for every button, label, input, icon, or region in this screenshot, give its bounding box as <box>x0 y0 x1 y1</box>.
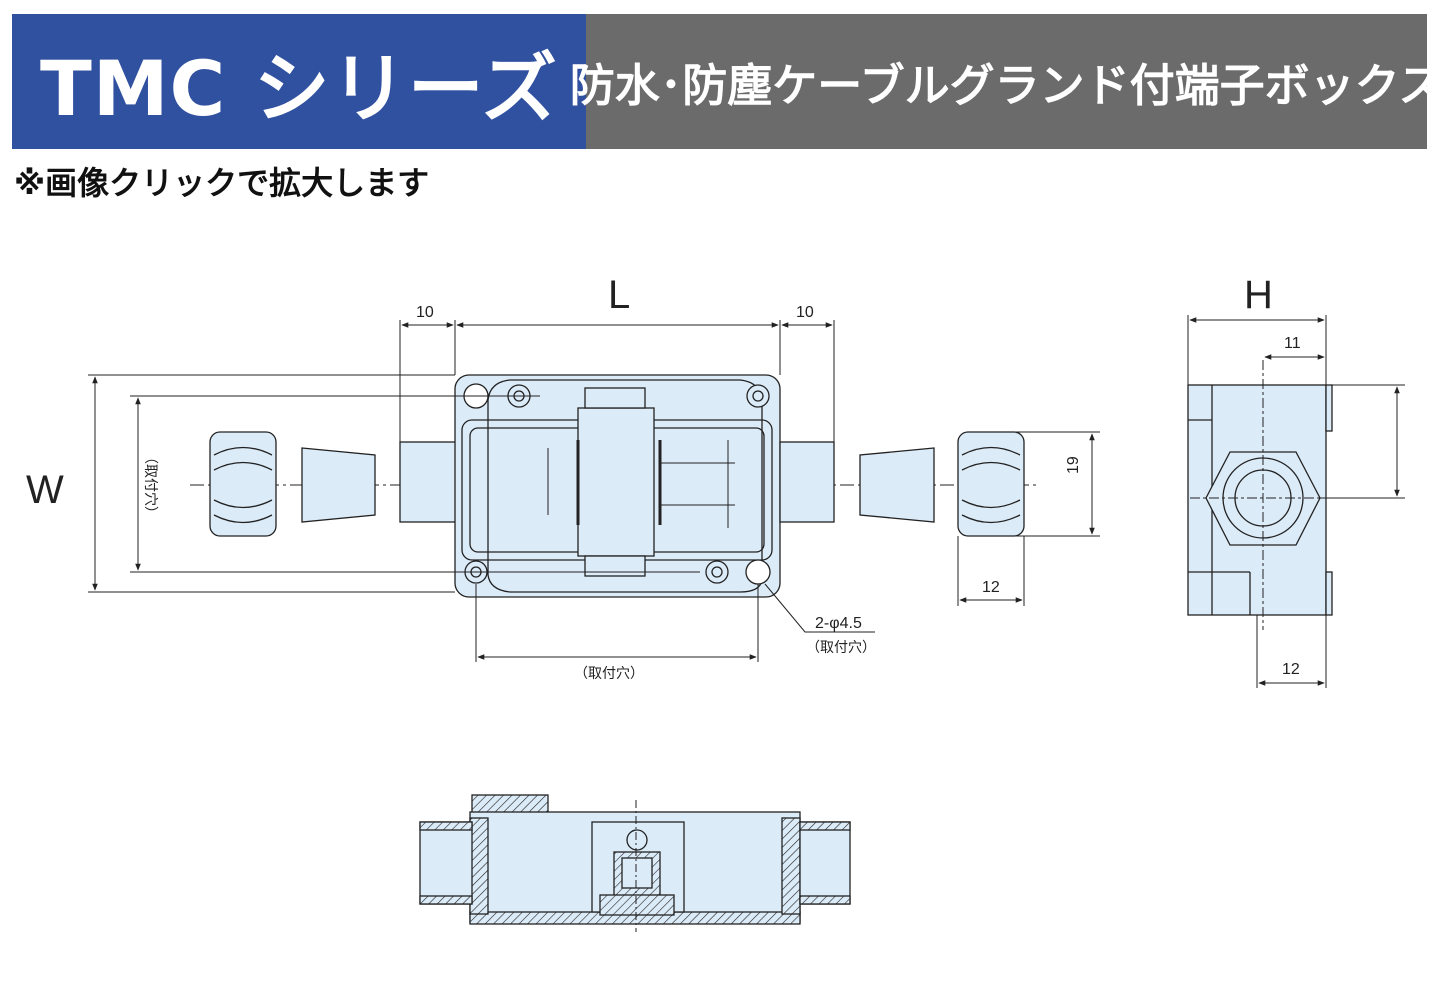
top-view <box>190 374 1040 598</box>
left-gland-body <box>399 441 457 523</box>
label-hole-spec: 2-φ4.5 <box>815 615 862 632</box>
label-10-right: 10 <box>796 304 814 321</box>
right-cap-nut <box>957 431 1025 537</box>
label-mount-hole-bottom: （取付穴） <box>574 665 644 681</box>
label-10-left: 10 <box>416 304 434 321</box>
label-12-gland: 12 <box>982 579 1000 596</box>
label-mount-hole-side: （取付穴） <box>143 450 159 520</box>
page-header: TMC シリーズ 防水･防塵ケーブルグランド付端子ボックス <box>12 14 1440 149</box>
series-title: TMC シリーズ <box>12 14 586 149</box>
product-subtitle: 防水･防塵ケーブルグランド付端子ボックス <box>570 14 1440 149</box>
label-W: W <box>26 468 64 512</box>
label-11: 11 <box>1284 335 1301 352</box>
left-cap-nut <box>209 431 277 537</box>
mount-hole-br <box>745 559 771 585</box>
side-view <box>1187 360 1340 630</box>
right-gland-body <box>779 441 835 523</box>
label-H: H <box>1244 273 1273 317</box>
top-view-dimensions <box>88 320 1100 662</box>
label-L: L <box>608 273 630 317</box>
label-12-side: 12 <box>1282 661 1300 678</box>
label-hole-spec-sub: （取付穴） <box>806 639 876 655</box>
side-view-dimensions <box>1187 315 1405 688</box>
left-seal <box>301 447 376 523</box>
section-view <box>419 794 851 932</box>
label-19: 19 <box>1065 456 1082 474</box>
enlarge-note: ※画像クリックで拡大します <box>14 164 430 202</box>
terminal-block <box>577 407 655 557</box>
right-seal <box>859 447 935 523</box>
